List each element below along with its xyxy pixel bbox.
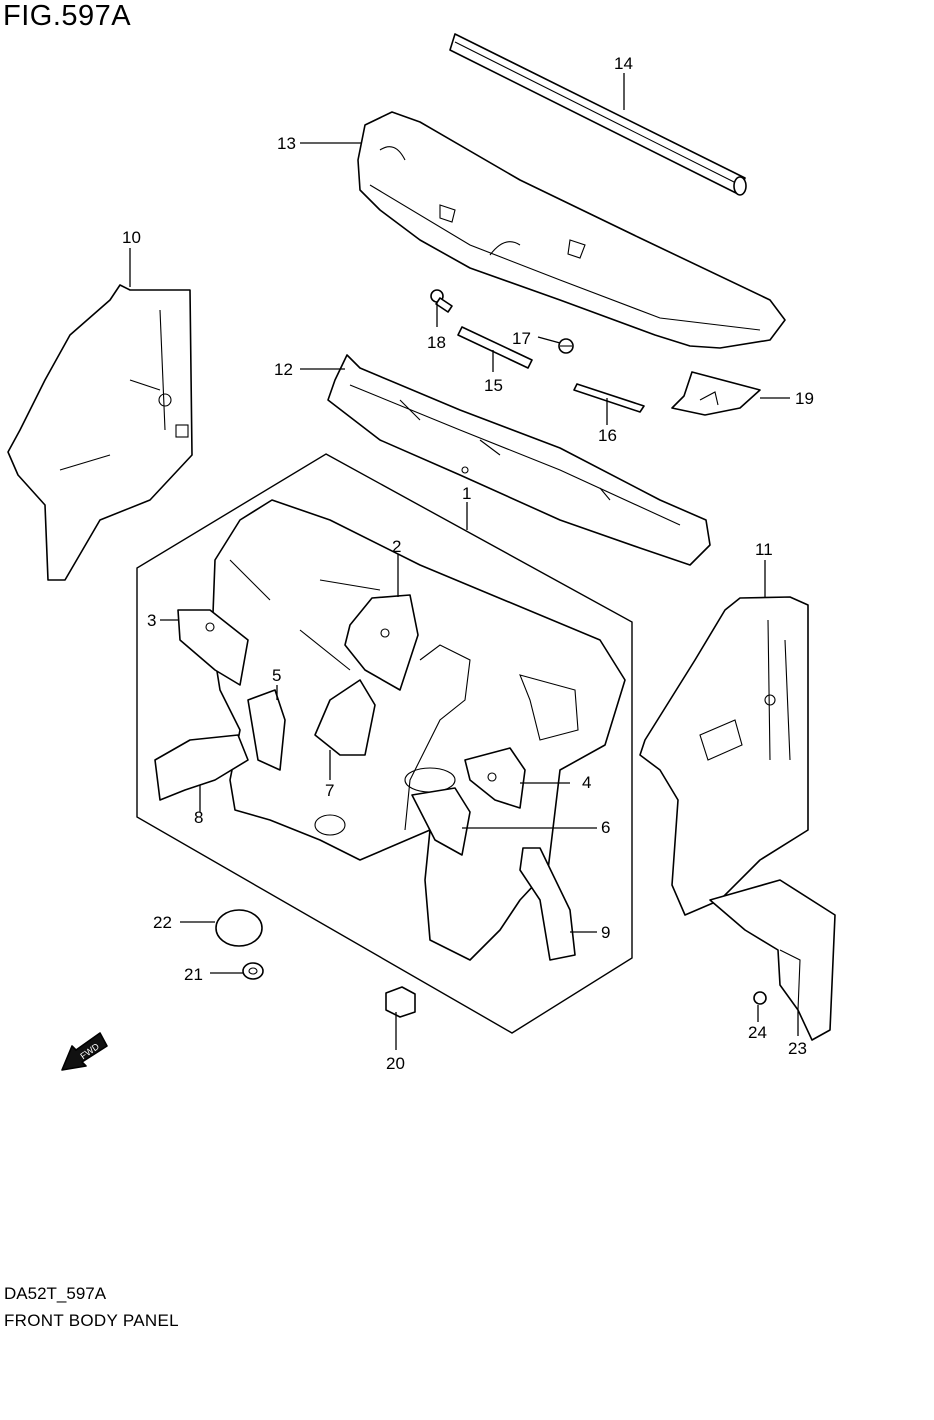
callout-15: 15 bbox=[484, 376, 503, 395]
part-21-grommet[interactable] bbox=[242, 962, 264, 980]
callout-10: 10 bbox=[122, 228, 141, 247]
part-15-strip[interactable] bbox=[457, 326, 533, 369]
callout-labels: 1 2 3 4 5 6 7 8 9 10 11 12 13 14 15 16 1… bbox=[122, 54, 814, 1073]
callout-13: 13 bbox=[277, 134, 296, 153]
callout-17: 17 bbox=[512, 329, 531, 348]
callout-19: 19 bbox=[795, 389, 814, 408]
callout-21: 21 bbox=[184, 965, 203, 984]
part-11-right-side-panel[interactable] bbox=[639, 596, 809, 916]
leader-lines bbox=[129, 73, 799, 1050]
part-17-clip[interactable] bbox=[558, 338, 574, 354]
part-4-bracket[interactable] bbox=[464, 747, 526, 809]
callout-20: 20 bbox=[386, 1054, 405, 1073]
callout-2: 2 bbox=[392, 537, 401, 556]
callout-12: 12 bbox=[274, 360, 293, 379]
assembly-frame bbox=[136, 453, 633, 1034]
figure-title: FIG.597A bbox=[3, 0, 132, 32]
callout-23: 23 bbox=[788, 1039, 807, 1058]
callout-16: 16 bbox=[598, 426, 617, 445]
callout-11: 11 bbox=[755, 540, 773, 559]
callout-6: 6 bbox=[601, 818, 610, 837]
part-3-bracket[interactable] bbox=[177, 609, 249, 686]
part-14-weatherstrip[interactable] bbox=[449, 33, 747, 196]
part-2-bracket[interactable] bbox=[344, 594, 419, 691]
part-23-lower-panel[interactable] bbox=[709, 879, 836, 1041]
part-12-cowl-panel[interactable] bbox=[327, 354, 711, 566]
part-16-strip[interactable] bbox=[573, 383, 645, 413]
part-22-plug[interactable] bbox=[215, 909, 263, 947]
diagram-code: DA52T_597A bbox=[4, 1284, 107, 1303]
part-19-cover[interactable] bbox=[671, 371, 761, 416]
part-1-dash-panel[interactable] bbox=[211, 499, 626, 961]
part-18-clip[interactable] bbox=[430, 289, 453, 313]
callout-4: 4 bbox=[582, 773, 591, 792]
part-6-bracket[interactable] bbox=[411, 787, 471, 856]
fwd-arrow-icon: FWD bbox=[61, 1032, 108, 1071]
part-13-cowl-top-panel[interactable] bbox=[357, 111, 786, 349]
part-7-bracket[interactable] bbox=[314, 679, 376, 756]
callout-1: 1 bbox=[462, 484, 471, 503]
diagram-caption: FRONT BODY PANEL bbox=[4, 1311, 179, 1330]
callout-8: 8 bbox=[194, 808, 203, 827]
part-9-bracket[interactable] bbox=[519, 847, 576, 961]
callout-3: 3 bbox=[147, 611, 156, 630]
part-10-left-side-panel[interactable] bbox=[7, 284, 193, 581]
part-24-bolt[interactable] bbox=[753, 991, 767, 1005]
part-20-pad[interactable] bbox=[385, 986, 416, 1018]
callout-7: 7 bbox=[325, 781, 334, 800]
callout-14: 14 bbox=[614, 54, 633, 73]
callout-18: 18 bbox=[427, 333, 446, 352]
callout-5: 5 bbox=[272, 666, 281, 685]
callout-24: 24 bbox=[748, 1023, 767, 1042]
callout-22: 22 bbox=[153, 913, 172, 932]
callout-9: 9 bbox=[601, 923, 610, 942]
part-8-bracket[interactable] bbox=[154, 734, 249, 801]
part-5-bracket[interactable] bbox=[247, 689, 286, 771]
